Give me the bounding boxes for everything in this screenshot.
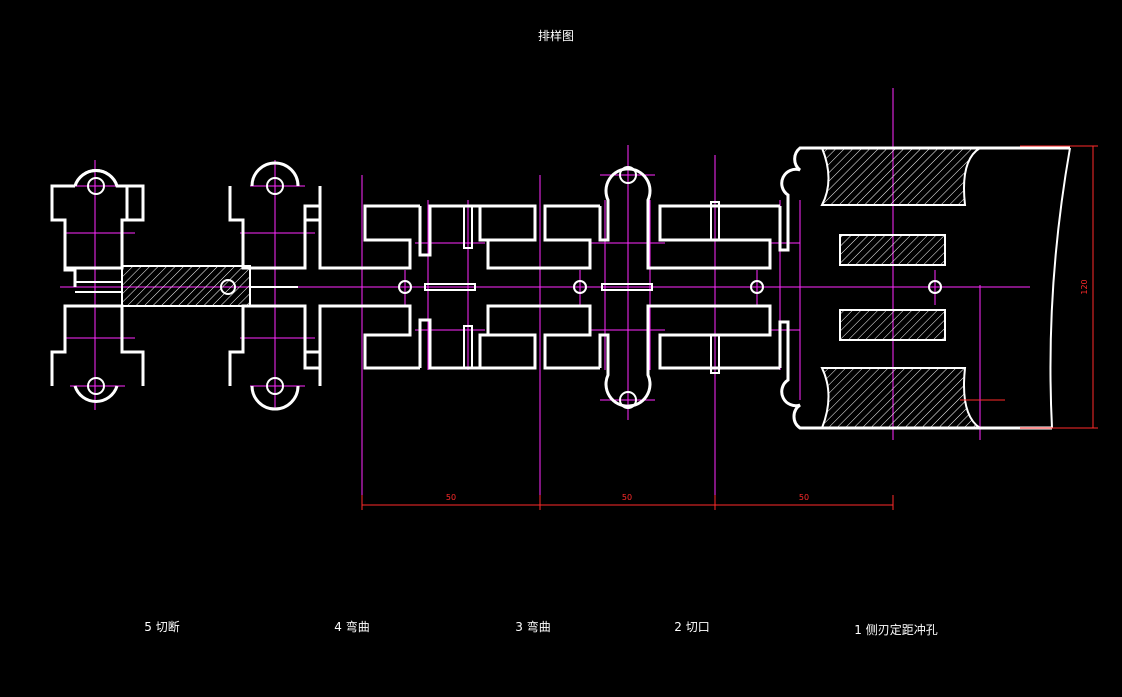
- station-4-label: 4 弯曲: [334, 619, 369, 634]
- dimensions: [361, 145, 1098, 510]
- drawing-title: 排样图: [538, 28, 574, 43]
- station-4-part: [228, 161, 420, 411]
- dimension-strip-width: 120: [1080, 279, 1089, 294]
- station-3-label: 3 弯曲: [515, 619, 550, 634]
- station-1-label: 1 侧刃定距冲孔: [854, 622, 937, 637]
- dimension-pitch-1: 50: [446, 493, 456, 502]
- dimension-pitch-3: 50: [799, 493, 809, 502]
- station-5-part: [50, 169, 298, 403]
- station-2-label: 2 切口: [674, 620, 709, 634]
- dimension-pitch-2: 50: [622, 493, 632, 502]
- station-3-part: [398, 204, 600, 370]
- station-2-part: [573, 166, 780, 409]
- station-5-label: 5 切断: [144, 619, 179, 634]
- station-1-part: [778, 146, 1071, 430]
